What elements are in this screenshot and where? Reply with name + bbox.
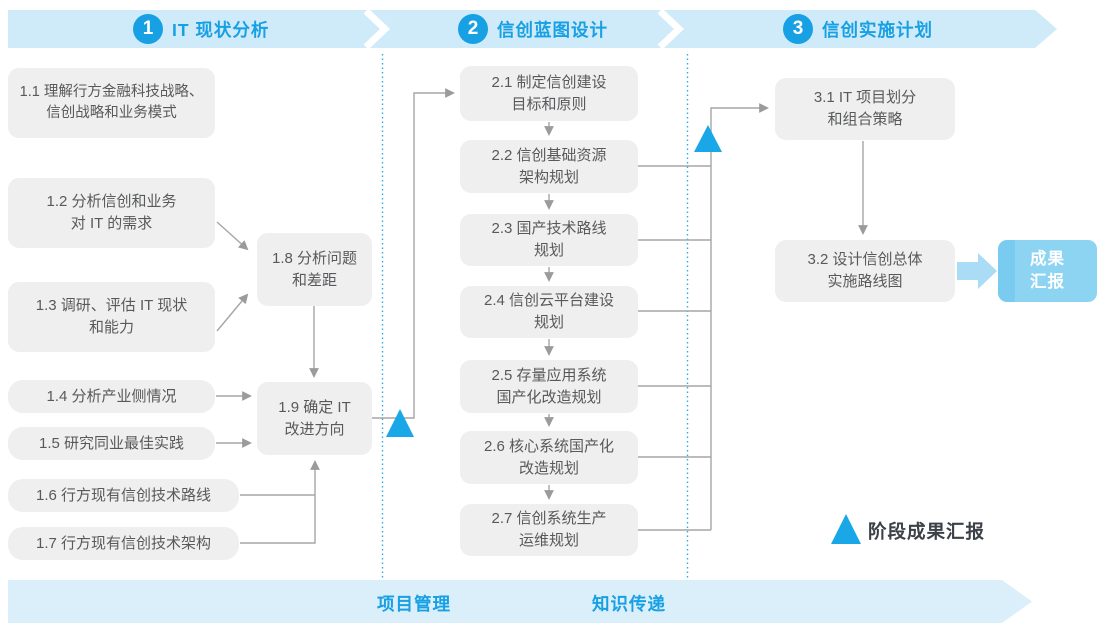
- step-box-1-3: 1.3 调研、评估 IT 现状 和能力: [8, 282, 215, 352]
- connector-bus-to-3-1: [710, 103, 769, 530]
- legend-milestone-triangle-icon: [831, 514, 861, 544]
- connector-1-2-to-1-8: [216, 221, 249, 251]
- phase-3-number-badge: 3: [783, 14, 813, 44]
- connector-1-3-to-1-8: [216, 293, 249, 332]
- step-box-2-7: 2.7 信创系统生产 运维规划: [460, 504, 638, 556]
- legend-label: 阶段成果汇报: [868, 521, 986, 542]
- step-box-2-1: 2.1 制定信创建设 目标和原则: [460, 66, 638, 121]
- phase-3-title: 信创实施计划: [822, 19, 933, 40]
- step-box-1-9: 1.9 确定 IT 改进方向: [257, 382, 372, 455]
- step-box-2-5: 2.5 存量应用系统 国产化改造规划: [460, 360, 638, 413]
- connector-1-7-to-1-9: [240, 460, 320, 544]
- footer-banner: [8, 580, 1032, 623]
- phase-2-number-badge: 2: [458, 14, 488, 44]
- phase-2-title: 信创蓝图设计: [497, 19, 608, 40]
- phase-3-header: 3 信创实施计划: [783, 14, 933, 44]
- step-box-2-4: 2.4 信创云平台建设 规划: [460, 286, 638, 338]
- step-box-1-4: 1.4 分析产业侧情况: [8, 380, 215, 413]
- footer-label-project-management: 项目管理: [377, 594, 451, 614]
- footer-label-knowledge-transfer: 知识传递: [592, 594, 666, 614]
- step-box-1-8: 1.8 分析问题 和差距: [257, 233, 372, 306]
- step-box-2-2: 2.2 信创基础资源 架构规划: [460, 140, 638, 193]
- step-box-3-2: 3.2 设计信创总体 实施路线图: [775, 240, 955, 302]
- step-box-3-1: 3.1 IT 项目划分 和组合策略: [775, 78, 955, 140]
- milestone-triangle-icon-phase-1: [386, 409, 414, 437]
- step-box-1-6: 1.6 行方现有信创技术路线: [8, 479, 239, 512]
- phase-2-header: 2 信创蓝图设计: [458, 14, 608, 44]
- phase-1-header: 1 IT 现状分析: [133, 14, 269, 44]
- step-box-2-6: 2.6 核心系统国产化 改造规划: [460, 431, 638, 484]
- step-box-1-7: 1.7 行方现有信创技术架构: [8, 527, 239, 560]
- deliverable-box: 成果 汇报: [998, 240, 1097, 302]
- milestone-triangle-icon-phase-2: [694, 125, 722, 152]
- phase-banner: [8, 10, 1057, 48]
- step-box-1-2: 1.2 分析信创和业务 对 IT 的需求: [8, 178, 215, 248]
- deliverable-arrow-icon: [957, 253, 997, 289]
- step-box-2-3: 2.3 国产技术路线 规划: [460, 214, 638, 266]
- step-box-1-5: 1.5 研究同业最佳实践: [8, 427, 215, 460]
- phase-1-title: IT 现状分析: [172, 19, 270, 40]
- connector-1-9-to-2-1: [372, 88, 455, 419]
- step-box-1-1: 1.1 理解行方金融科技战略、 信创战略和业务模式: [8, 68, 215, 138]
- phase-1-number-badge: 1: [133, 14, 163, 44]
